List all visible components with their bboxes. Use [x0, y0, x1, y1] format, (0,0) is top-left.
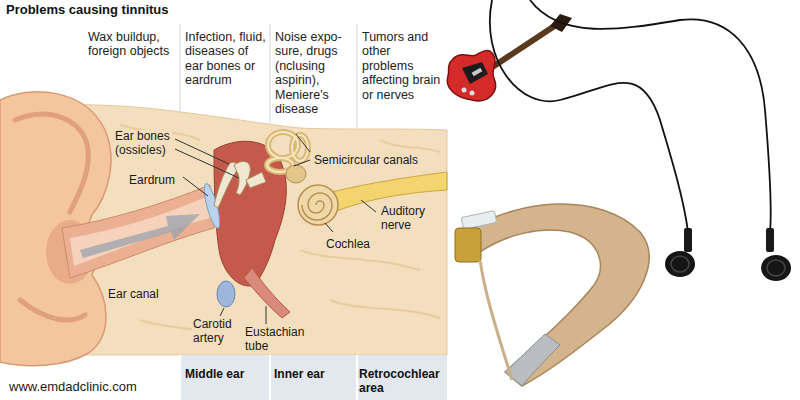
- bottom-strip: [180, 355, 447, 400]
- part-label: Auditory nerve: [380, 205, 440, 233]
- text-slot: Eardrum: [128, 170, 182, 188]
- sound-arrow: [80, 214, 200, 258]
- guitar-neck: [488, 27, 553, 70]
- earbud-ring: [767, 260, 785, 276]
- cochlea-shape: [298, 185, 338, 225]
- guitar-pickup: [472, 68, 483, 76]
- ear-canal: [62, 185, 214, 278]
- part-label: Eardrum: [128, 174, 176, 188]
- cochlea-spiral: [302, 193, 332, 220]
- column-heading: Noise expo- sure, drugs (nclusing aspiri…: [275, 30, 353, 116]
- text-slot: Problems causing tinnitus: [6, 3, 306, 18]
- part-label: Ear bones (ossicles): [114, 130, 172, 158]
- text-slot: Retrocochlear area: [359, 368, 446, 396]
- text-slot: Inner ear: [274, 368, 356, 382]
- region-name: Inner ear: [274, 368, 356, 382]
- column-heading: Wax buildup, foreign objects: [88, 30, 178, 59]
- middle-ear-cavity: [214, 141, 286, 286]
- part-label: Ear canal: [107, 288, 160, 302]
- stapes: [246, 172, 266, 188]
- website-watermark: www.emdadclinic.com: [8, 380, 138, 395]
- guitar-body: [447, 51, 495, 101]
- region-name: Retrocochlear area: [359, 368, 446, 396]
- earbud-stem: [766, 228, 774, 252]
- text-slot: Wax buildup, foreign objects: [88, 30, 178, 59]
- incus: [234, 161, 250, 195]
- hearing-aid-hook: [461, 211, 497, 230]
- text-slot: www.emdadclinic.com: [8, 377, 178, 395]
- text-slot: Cochlea: [325, 234, 379, 252]
- malleus: [214, 162, 238, 208]
- eustachian-tube-shape: [244, 268, 290, 318]
- earbud-ring: [671, 256, 689, 272]
- column-band: Wax buildup, foreign objects: [0, 24, 180, 400]
- region-name: Middle ear: [185, 368, 269, 382]
- text-slot: Carotid artery: [192, 318, 242, 346]
- text-slot: Auditory nerve: [380, 205, 440, 233]
- column-divider: [180, 24, 357, 128]
- text-slot: Eustachian tube: [244, 326, 308, 354]
- text-slot: Ear bones (ossicles): [114, 130, 172, 158]
- guitar-knob: [470, 91, 475, 96]
- column-heading: Infection, fluid, diseases of ear bones …: [185, 30, 267, 88]
- text-slot: Tumors and other problems affecting brai…: [362, 30, 444, 102]
- earphone-cable: [530, 0, 771, 232]
- earphone-cable: [490, 0, 688, 232]
- text-slot: Ear canal: [107, 284, 167, 302]
- part-label: Eustachian tube: [244, 326, 308, 354]
- text-slot: Middle ear: [185, 368, 269, 382]
- hearing-aid-body: [470, 204, 649, 386]
- earbud: [761, 255, 791, 281]
- part-label: Semicircular canals: [313, 154, 419, 168]
- part-label: Cochlea: [325, 238, 371, 252]
- column-heading: Tumors and other problems affecting brai…: [362, 30, 444, 102]
- part-label: Carotid artery: [192, 318, 242, 346]
- vestibule: [286, 165, 306, 183]
- column-divider: [180, 355, 357, 400]
- text-slot: Infection, fluid, diseases of ear bones …: [185, 30, 267, 88]
- hearing-aid-base: [505, 334, 560, 386]
- earbud-stem: [684, 228, 692, 252]
- ear-canal-lumen: [70, 196, 210, 266]
- earbud: [665, 251, 695, 277]
- carotid-artery-shape: [217, 281, 235, 307]
- hearing-aid-battery-door: [455, 228, 481, 262]
- diagram-title: Problems causing tinnitus: [6, 3, 306, 18]
- hearing-aid-tube: [480, 260, 512, 380]
- text-slot: Semicircular canals: [313, 150, 425, 168]
- guitar-pickguard: [462, 62, 488, 84]
- text-slot: Noise expo- sure, drugs (nclusing aspiri…: [275, 30, 353, 116]
- ear-fold: [15, 114, 88, 320]
- guitar-knob: [462, 88, 467, 93]
